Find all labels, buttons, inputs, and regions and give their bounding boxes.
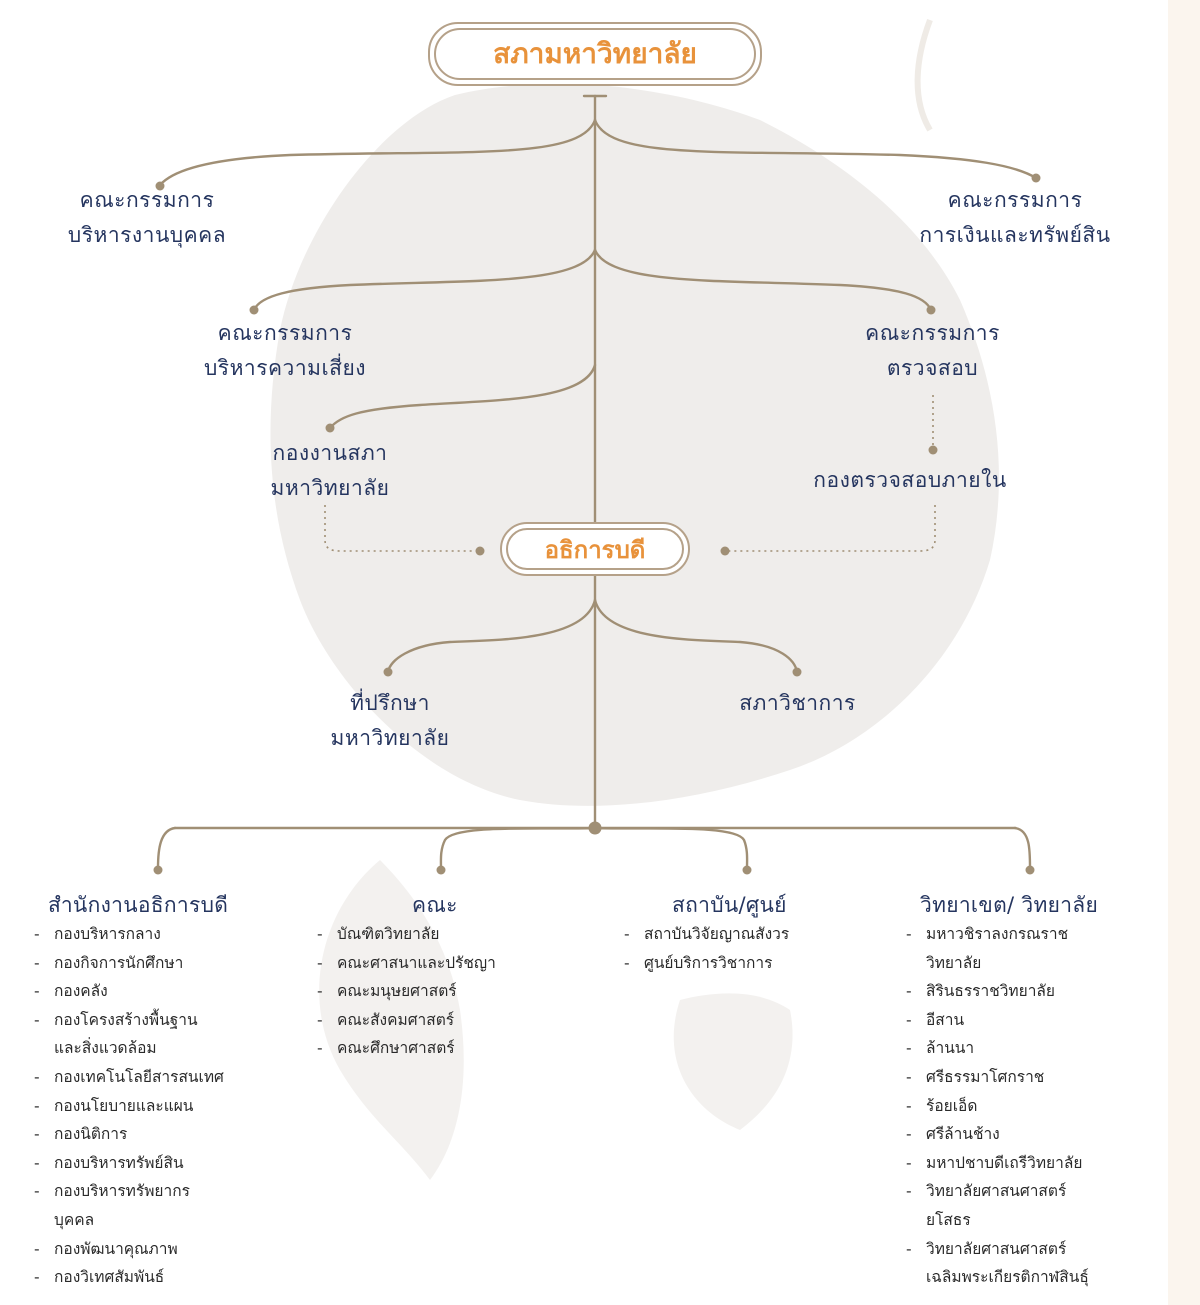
dotted-connectors <box>324 395 936 552</box>
list-item: คณะมนุษยศาสตร์ <box>313 977 496 1006</box>
committee-audit: คณะกรรมการ ตรวจสอบ <box>830 316 1035 386</box>
committee-personnel: คณะกรรมการ บริหารงานบุคคล <box>52 183 242 253</box>
list-item: กองนโยบายและแผน <box>30 1092 224 1121</box>
list-item: กองคลัง <box>30 977 224 1006</box>
list-item: กองเทคโนโลยีสารสนเทศ <box>30 1063 224 1092</box>
list-item: คณะสังคมศาสตร์ <box>313 1006 496 1035</box>
university-council-title: สภามหาวิทยาลัย <box>493 37 697 70</box>
list-item: สิรินธรราชวิทยาลัย <box>902 977 1089 1006</box>
council-division-line1: กองงานสภา <box>272 441 388 465</box>
committee-risk-line1: คณะกรรมการ <box>217 321 353 345</box>
committee-audit-line2: ตรวจสอบ <box>886 356 979 380</box>
university-advisors-line2: มหาวิทยาลัย <box>330 726 450 750</box>
list-item: กองบริหารกลาง <box>30 920 224 949</box>
list-item: กองบริหารทรัพยากร บุคคล <box>30 1177 224 1234</box>
committee-risk: คณะกรรมการ บริหารความเสี่ยง <box>180 316 390 386</box>
internal-audit-label: กองตรวจสอบภายใน <box>813 468 1007 492</box>
internal-audit-division: กองตรวจสอบภายใน <box>790 463 1030 498</box>
list-item: กองบริหารทรัพย์สิน <box>30 1149 224 1178</box>
list-item: กองนิติการ <box>30 1120 224 1149</box>
list-item: บัณฑิตวิทยาลัย <box>313 920 496 949</box>
committee-risk-line2: บริหารความเสี่ยง <box>203 356 367 380</box>
committee-audit-line1: คณะกรรมการ <box>865 321 1000 345</box>
university-council-box: สภามหาวิทยาลัย <box>428 22 762 86</box>
list-item: ศรีธรรมาโศกราช <box>902 1063 1089 1092</box>
list-item: กองวิเทศสัมพันธ์ <box>30 1263 224 1292</box>
list-item: สถาบันวิจัยญาณสังวร <box>620 920 789 949</box>
list-item: วิทยาลัยศาสนศาสตร์ เฉลิมพระเกียรติกาฬสิน… <box>902 1235 1089 1292</box>
list-item: กองโครงสร้างพื้นฐาน และสิ่งแวดล้อม <box>30 1006 224 1063</box>
faculties-list: บัณฑิตวิทยาลัยคณะศาสนาและปรัชญาคณะมนุษยศ… <box>313 920 496 1063</box>
column-heading-campuses: วิทยาเขต/ วิทยาลัย <box>920 893 1099 917</box>
committee-finance-line2: การเงินและทรัพย์สิน <box>919 223 1111 247</box>
column-heading-faculties: คณะ <box>412 893 458 917</box>
university-advisors-line1: ที่ปรึกษา <box>350 691 430 715</box>
committee-personnel-line1: คณะกรรมการ <box>79 188 215 212</box>
university-advisors: ที่ปรึกษา มหาวิทยาลัย <box>300 686 480 756</box>
column-heading-office: สำนักงานอธิการบดี <box>48 893 229 917</box>
council-division-line2: มหาวิทยาลัย <box>270 476 390 500</box>
president-title: อธิการบดี <box>544 535 646 564</box>
list-item: อีสาน <box>902 1006 1089 1035</box>
list-item: กองกิจการนักศึกษา <box>30 949 224 978</box>
column-heading-institutes: สถาบัน/ศูนย์ <box>672 893 787 917</box>
connector-dots <box>153 173 1041 875</box>
list-item: มหาวชิราลงกรณราช วิทยาลัย <box>902 920 1089 977</box>
list-item: วิทยาลัยศาสนศาสตร์ ยโสธร <box>902 1177 1089 1234</box>
list-item: คณะศาสนาและปรัชญา <box>313 949 496 978</box>
list-item: มหาปชาบดีเถรีวิทยาลัย <box>902 1149 1089 1178</box>
committee-personnel-line2: บริหารงานบุคคล <box>67 223 227 247</box>
council-division: กองงานสภา มหาวิทยาลัย <box>240 436 420 506</box>
committee-finance: คณะกรรมการ การเงินและทรัพย์สิน <box>890 183 1140 253</box>
list-item: คณะศึกษาศาสตร์ <box>313 1034 496 1063</box>
list-item: ล้านนา <box>902 1034 1089 1063</box>
list-item: กองพัฒนาคุณภาพ <box>30 1235 224 1264</box>
president-box: อธิการบดี <box>500 522 690 576</box>
campuses-list: มหาวชิราลงกรณราช วิทยาลัยสิรินธรราชวิทยา… <box>902 920 1089 1292</box>
academic-senate-label: สภาวิชาการ <box>739 691 856 715</box>
office-list: กองบริหารกลางกองกิจการนักศึกษากองคลังกอง… <box>30 920 224 1292</box>
list-item: ศูนย์บริการวิชาการ <box>620 949 789 978</box>
page-edge-decoration <box>1168 0 1200 1305</box>
committee-finance-line1: คณะกรรมการ <box>947 188 1083 212</box>
academic-senate: สภาวิชาการ <box>710 686 885 721</box>
institutes-list: สถาบันวิจัยญาณสังวรศูนย์บริการวิชาการ <box>620 920 789 977</box>
list-item: ศรีล้านช้าง <box>902 1120 1089 1149</box>
list-item: ร้อยเอ็ด <box>902 1092 1089 1121</box>
